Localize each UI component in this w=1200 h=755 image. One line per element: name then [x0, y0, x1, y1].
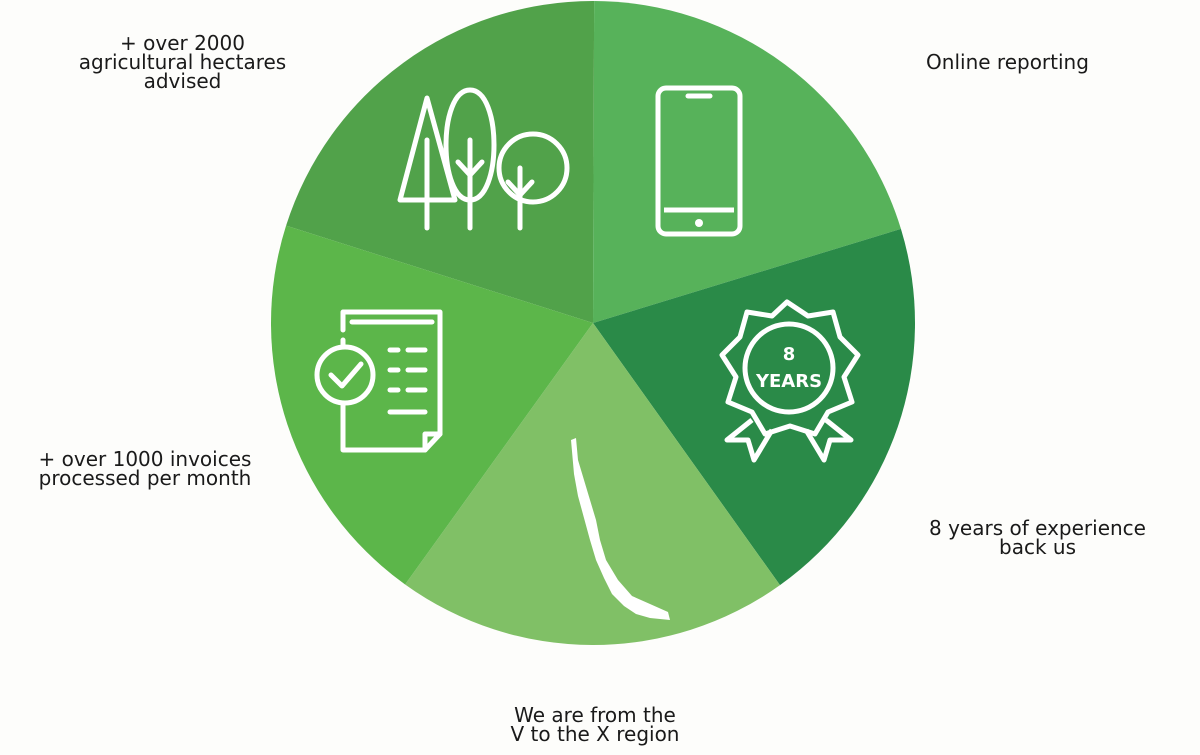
chile-map-icon: [571, 438, 670, 620]
badge-text: YEARS: [755, 371, 822, 392]
label-online-reporting: Online reporting: [926, 50, 1089, 74]
label-invoices: + over 1000 invoices processed per month: [38, 447, 252, 490]
award-badge-icon: 8 YEARS: [719, 299, 861, 463]
pie-slice-invoices: [271, 225, 593, 585]
pie-slice-reporting: [593, 1, 901, 324]
label-regions: We are from the V to the X region: [510, 703, 680, 746]
label-experience: 8 years of experience back us: [929, 516, 1146, 559]
pie-slice-regions: [405, 323, 780, 646]
trees-icon: [397, 87, 570, 231]
smartphone-icon: [655, 85, 743, 237]
pie-slice-hectares: [286, 0, 595, 323]
invoice-check-icon: [314, 309, 443, 453]
badge-number: 8: [783, 344, 796, 365]
label-hectares: + over 2000 agricultural hectares advise…: [78, 31, 287, 93]
